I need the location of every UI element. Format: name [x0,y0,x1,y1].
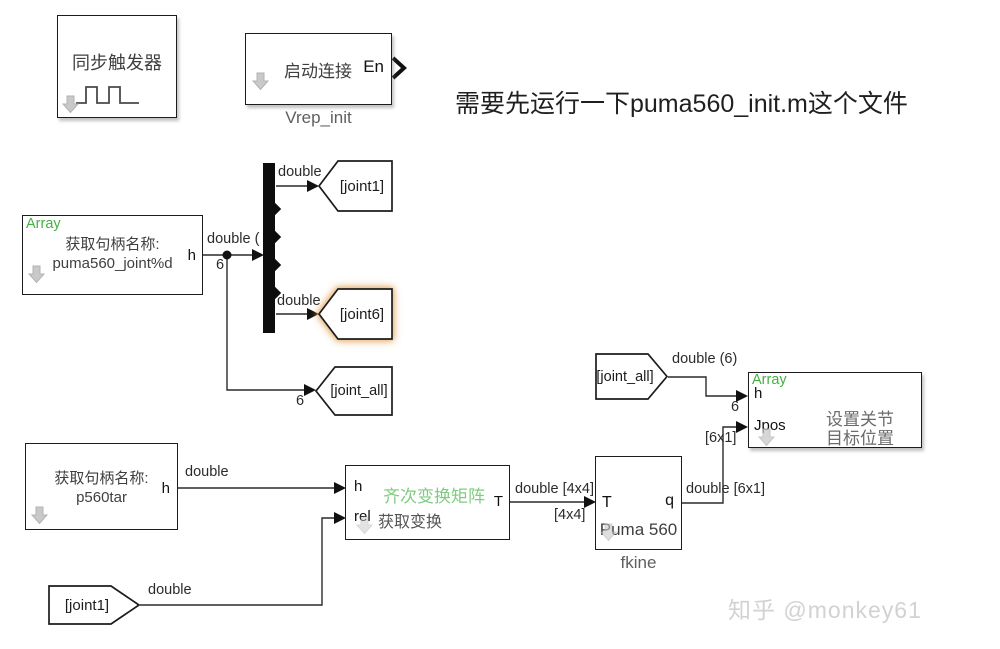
signal-label-transform-out: double [4x4] [515,481,595,497]
goto-joint6-label: [joint6] [339,305,385,323]
transform-title: 齐次变换矩阵 [383,487,485,506]
download-arrow-icon [600,523,617,542]
get-handle-joints-line1: 获取句柄名称: [65,236,160,253]
arrowhead-joint1-in [307,180,319,192]
signal-label-from-joint-all: double (6) [672,351,738,367]
pulse-wave-icon [76,86,139,104]
set-joint-line2: 目标位置 [826,429,894,448]
download-arrow-icon [758,428,775,447]
transform-subtitle: 获取变换 [378,514,443,531]
arrowhead-setjoint-jpos [736,421,748,433]
block-get-handle-p560tar[interactable]: 获取句柄名称: p560tar h [25,443,178,530]
download-arrow-icon [31,506,48,525]
annotation-title[interactable]: 需要先运行一下puma560_init.m这个文件 [455,90,908,118]
from-joint1-label: [joint1] [64,596,110,614]
en-output-port-icon [391,56,407,80]
arrowhead-transform-rel [334,512,346,524]
goto-joint6-selected[interactable]: [joint6] [317,288,393,340]
signal-label-demux-out1: double [278,164,322,180]
out-port-q: q [665,492,674,509]
vrep-init-caption: Vrep_init [285,108,352,127]
array-tag: Array [26,216,61,232]
out-port-T: T [493,493,503,510]
in-port-jpos: Jpos [754,417,786,434]
signal-label-from-joint1: double [148,582,192,598]
download-arrow-icon [356,516,373,535]
from-joint-all[interactable]: [joint_all] [595,353,669,400]
wire-branch-dot [222,250,232,260]
arrowhead-puma-T [584,496,596,508]
set-joint-line1: 设置关节 [826,410,894,429]
from-joint1[interactable]: [joint1] [48,585,141,625]
download-arrow-icon [62,95,79,114]
from-joint-all-label: [joint_all] [596,368,654,385]
block-get-transform[interactable]: h rel 齐次变换矩阵 获取变换 T [345,465,510,540]
wire-puma-q[interactable] [682,426,736,504]
puma560-caption: fkine [620,553,657,572]
p560tar-line1: 获取句柄名称: [54,470,149,487]
out-port-h: h [187,247,196,264]
watermark: 知乎 @monkey61 [728,597,922,623]
in-port-h: h [354,478,363,495]
signal-label-joints-type: double ( [207,231,260,247]
demux-port5-icon [264,279,282,307]
wire-joint1-rel[interactable] [140,517,334,606]
vrep-init-label: 启动连接 [284,62,352,81]
get-handle-joints-line2: puma560_joint%d [52,255,173,272]
download-arrow-icon [252,72,269,91]
download-arrow-icon [28,265,45,284]
out-port-h: h [161,480,170,497]
in-port-T: T [602,494,612,511]
demux-port4-icon [264,251,282,279]
signal-width-from-joint-all: 6 [731,399,740,415]
arrowhead-transform-h [334,482,346,494]
arrowhead-joint6-in [307,308,319,320]
demux-block[interactable] [244,160,284,340]
wire-joints-branch[interactable] [226,255,304,391]
block-set-joint-target[interactable]: Array h Jpos 设置关节 目标位置 [748,372,922,448]
block-get-handle-joints[interactable]: Array 获取句柄名称: puma560_joint%d h [22,215,203,295]
goto-joint-all-label: [joint_all] [330,383,388,399]
goto-joint-all[interactable]: [joint_all] [314,366,393,416]
block-sync-trigger[interactable]: 同步触发器 [57,15,177,118]
wire-jointall-h[interactable] [668,376,736,397]
arrowhead-jointall-in [304,384,316,396]
signal-label-demux-out6: double [277,293,321,309]
block-puma560-fkine[interactable]: T q Puma 560 [595,456,682,550]
signal-label-puma-out: double [6x1] [686,481,766,497]
array-tag: Array [752,372,787,388]
demux-port2-icon [264,195,282,223]
sync-trigger-label: 同步触发器 [72,53,162,73]
goto-joint1[interactable]: [joint1] [317,160,393,212]
block-vrep-init[interactable]: 启动连接 En [245,33,392,105]
goto-joint1-label: [joint1] [339,177,385,195]
arrowhead-setjoint-h [736,390,748,402]
signal-label-p560tar: double [185,464,229,480]
p560tar-line2: p560tar [76,489,127,506]
vrep-en-port-label: En [363,57,384,76]
signal-width-joints: 6 [216,257,225,273]
demux-port3-icon [264,223,282,251]
in-port-h: h [754,385,763,402]
arrowhead-demux-in [252,249,264,261]
signal-dim-jpos-in: [6x1] [705,430,737,446]
signal-dim-transform-out: [4x4] [554,507,586,523]
signal-width-joint-all: 6 [296,393,305,409]
puma560-label: Puma 560 [599,520,678,539]
